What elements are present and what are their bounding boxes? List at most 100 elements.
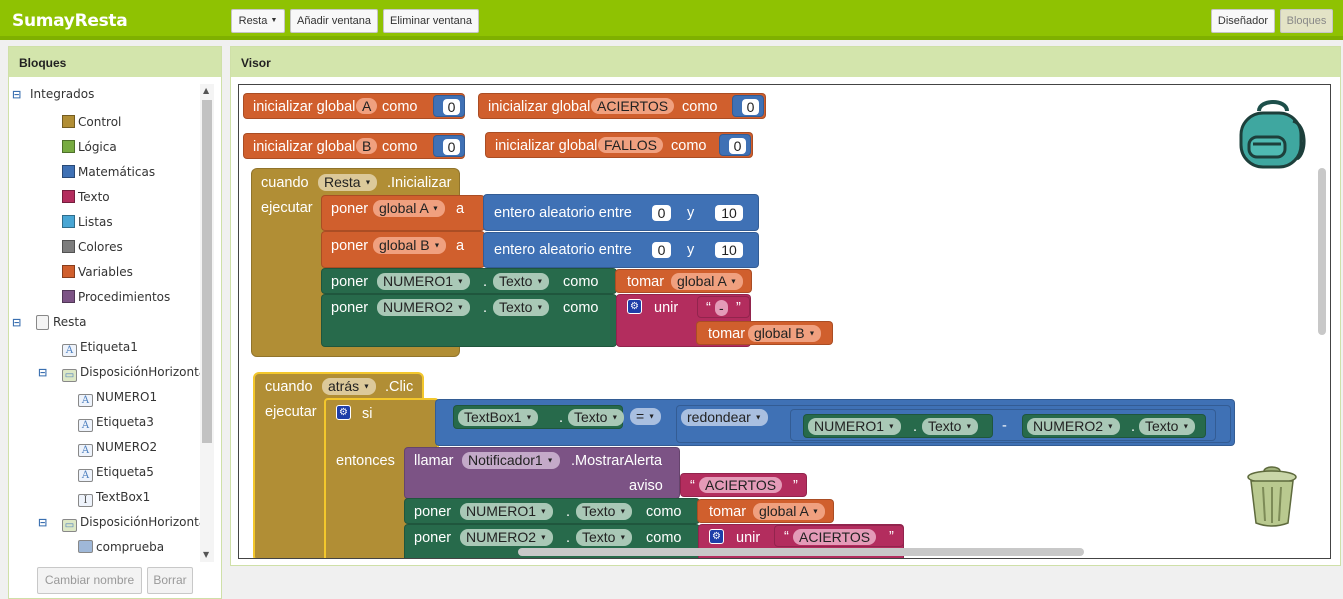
component-dropdown[interactable]: TextBox1 ▼ [458,409,539,427]
set-numero1-text-block[interactable]: poner NUMERO1 ▼ . Texto ▼ como [321,268,617,294]
number-field[interactable]: 10 [715,205,743,221]
category-variables[interactable]: Variables [62,262,133,282]
vertical-scrollbar[interactable] [1318,168,1326,335]
variable-dropdown[interactable]: global A ▼ [671,273,743,291]
variable-name-field[interactable]: ACIERTOS [591,98,675,114]
category-control[interactable]: Control [62,112,121,132]
collapse-icon[interactable]: ⊟ [12,316,22,329]
number-field[interactable]: 0 [729,138,746,154]
collapse-icon[interactable]: ⊟ [38,516,48,529]
call-show-alert-block[interactable]: llamar Notificador1 ▼ .MostrarAlerta avi… [404,447,680,499]
variable-dropdown[interactable]: global A ▼ [373,200,445,218]
trash-can-icon[interactable] [1246,463,1298,529]
scroll-up-icon[interactable]: ▲ [203,86,210,95]
category-procedures[interactable]: Procedimientos [62,287,170,307]
random-integer-block[interactable]: entero aleatorio entre 0 y 10 [483,194,759,231]
horizontal-scrollbar[interactable] [518,548,1084,556]
text-block[interactable]: “ACIERTOS” [680,473,807,497]
numero1-text-getter[interactable]: NUMERO1 ▼ . Texto ▼ [803,414,993,438]
init-global-fallos-block[interactable]: inicializar global FALLOS como 0 [485,132,753,158]
component-dropdown[interactable]: NUMERO2 ▼ [1027,418,1120,436]
round-block[interactable]: redondear ▼ NUMERO1 ▼ . Texto ▼ - NUMERO… [676,405,1231,443]
component-dropdown[interactable]: atrás ▼ [322,378,376,396]
round-dropdown[interactable]: redondear ▼ [681,409,768,427]
number-block[interactable]: 0 [433,95,465,117]
blocks-button[interactable]: Bloques [1280,9,1333,33]
number-field[interactable]: 10 [715,242,743,258]
remove-screen-button[interactable]: Eliminar ventana [383,9,479,33]
number-block[interactable]: 0 [433,135,465,157]
gear-icon[interactable]: ⚙ [336,405,351,420]
collapse-icon[interactable]: ⊟ [12,88,22,101]
category-math[interactable]: Matemáticas [62,162,155,182]
compare-block[interactable]: TextBox1 ▼ . Texto ▼ = ▼ redondear ▼ NUM… [435,399,1235,446]
text-block[interactable]: “-” [697,296,750,318]
init-global-b-block[interactable]: inicializar global B como 0 [243,133,465,159]
category-lists[interactable]: Listas [62,212,113,232]
backpack-icon[interactable] [1237,97,1309,171]
component-dropdown[interactable]: NUMERO1 ▼ [377,273,470,291]
text-field[interactable]: ACIERTOS [699,477,783,493]
number-field[interactable]: 0 [652,242,671,258]
text-block[interactable]: “ACIERTOS” [774,525,904,547]
tree-item-component[interactable]: comprueba [78,537,164,557]
init-global-a-block[interactable]: inicializar global A como 0 [243,93,465,119]
get-global-a-block[interactable]: tomar global A ▼ [615,269,752,293]
property-dropdown[interactable]: Texto ▼ [493,299,550,317]
blocks-workspace[interactable]: inicializar global A como 0 inicializar … [238,84,1331,559]
component-dropdown[interactable]: Resta ▼ [318,174,378,192]
text-field[interactable]: - [715,300,728,316]
property-dropdown[interactable]: Texto ▼ [568,409,625,427]
rename-button[interactable]: Cambiar nombre [37,567,142,594]
subtract-block[interactable]: NUMERO1 ▼ . Texto ▼ - NUMERO2 ▼ . Texto … [790,409,1216,441]
property-dropdown[interactable]: Texto ▼ [493,273,550,291]
init-global-aciertos-block[interactable]: inicializar global ACIERTOS como 0 [478,93,766,119]
number-field[interactable]: 0 [742,99,759,115]
component-dropdown[interactable]: NUMERO1 ▼ [808,418,901,436]
variable-name-field[interactable]: A [356,98,378,114]
variable-name-field[interactable]: B [356,138,378,154]
set-global-a-block[interactable]: poner global A ▼ a [321,195,485,231]
numero2-text-getter[interactable]: NUMERO2 ▼ . Texto ▼ [1022,414,1206,438]
component-dropdown[interactable]: NUMERO2 ▼ [460,529,553,547]
variable-dropdown[interactable]: global A ▼ [753,503,825,521]
variable-name-field[interactable]: FALLOS [598,137,663,153]
scroll-down-icon[interactable]: ▼ [203,550,210,559]
tree-scrollbar-thumb[interactable] [202,100,212,443]
set-global-b-block[interactable]: poner global B ▼ a [321,231,485,268]
category-logic[interactable]: Lógica [62,137,117,157]
add-screen-button[interactable]: Añadir ventana [290,9,378,33]
variable-dropdown[interactable]: global B ▼ [748,325,822,343]
set-numero2-text-block[interactable]: poner NUMERO2 ▼ . Texto ▼ como [321,294,617,347]
category-text[interactable]: Texto [62,187,110,207]
property-dropdown[interactable]: Texto ▼ [576,529,633,547]
number-field[interactable]: 0 [443,139,460,155]
variable-dropdown[interactable]: global B ▼ [373,237,447,255]
gear-icon[interactable]: ⚙ [627,299,642,314]
property-dropdown[interactable]: Texto ▼ [922,418,979,436]
delete-button[interactable]: Borrar [147,567,193,594]
property-dropdown[interactable]: Texto ▼ [576,503,633,521]
random-integer-block[interactable]: entero aleatorio entre 0 y 10 [483,232,759,268]
operator-dropdown[interactable]: = ▼ [630,408,662,426]
gear-icon[interactable]: ⚙ [709,529,724,544]
set-numero1-text-block[interactable]: poner NUMERO1 ▼ . Texto ▼ como [404,498,700,524]
number-block[interactable]: 0 [719,134,751,156]
screen-select-button[interactable]: Resta ▼ [231,9,285,33]
get-global-b-block[interactable]: tomar global B ▼ [696,321,833,345]
text-field[interactable]: ACIERTOS [793,529,877,545]
property-dropdown[interactable]: Texto ▼ [1139,418,1196,436]
designer-button[interactable]: Diseñador [1211,9,1275,33]
number-field[interactable]: 0 [443,99,460,115]
component-dropdown[interactable]: NUMERO2 ▼ [377,299,470,317]
number-field[interactable]: 0 [652,205,671,221]
get-global-a-block[interactable]: tomar global A ▼ [697,499,834,523]
textbox1-text-getter[interactable]: TextBox1 ▼ . Texto ▼ [453,405,625,429]
component-dropdown[interactable]: NUMERO1 ▼ [460,503,553,521]
number-block[interactable]: 0 [732,95,764,117]
